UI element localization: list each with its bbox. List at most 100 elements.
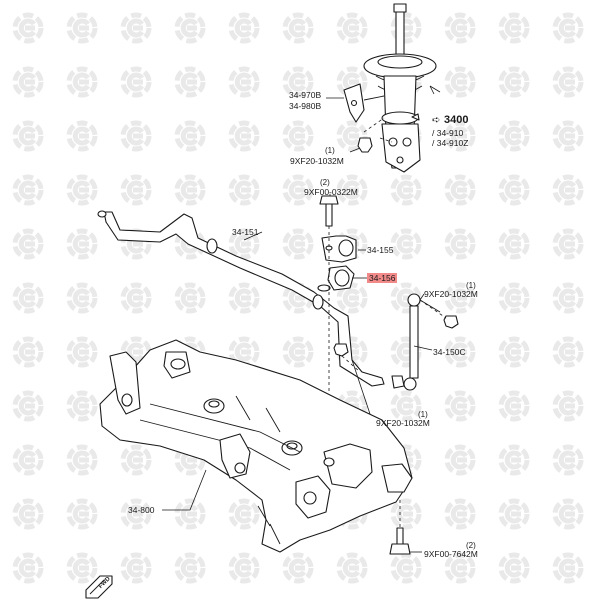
watermark-logo-icon bbox=[174, 282, 206, 314]
watermark-logo-icon bbox=[498, 336, 530, 368]
watermark-logo-icon bbox=[498, 390, 530, 422]
watermark-logo-icon bbox=[228, 174, 260, 206]
watermark-logo-icon bbox=[228, 120, 260, 152]
watermark-logo-icon bbox=[12, 282, 44, 314]
watermark-logo-icon bbox=[120, 120, 152, 152]
watermark-logo-icon bbox=[228, 12, 260, 44]
strut-assembly-drawing bbox=[343, 3, 441, 173]
callout-nut-top[interactable]: 9XF20-1032M bbox=[290, 156, 344, 166]
callout-bolt-bottom[interactable]: 9XF00-7642M bbox=[424, 549, 478, 559]
crossmember-drawing bbox=[99, 339, 413, 553]
watermark-logo-icon bbox=[444, 120, 476, 152]
callout-strut-sub-b[interactable]: / 34-910Z bbox=[432, 138, 469, 148]
watermark-logo-icon bbox=[552, 390, 584, 422]
watermark-logo-icon bbox=[66, 498, 98, 530]
watermark-logo-icon bbox=[228, 552, 260, 584]
watermark-logo-icon bbox=[498, 228, 530, 260]
callout-crossmember[interactable]: 34-800 bbox=[128, 505, 155, 515]
watermark-logo-icon bbox=[552, 336, 584, 368]
watermark-logo-icon bbox=[174, 552, 206, 584]
watermark-logo-icon bbox=[444, 282, 476, 314]
watermark-logo-icon bbox=[228, 228, 260, 260]
watermark-logo-icon bbox=[498, 552, 530, 584]
watermark-logo-icon bbox=[66, 174, 98, 206]
watermark-logo-icon bbox=[66, 282, 98, 314]
watermark-logo-icon bbox=[12, 120, 44, 152]
watermark-logo-icon bbox=[444, 66, 476, 98]
watermark-logo-icon bbox=[444, 390, 476, 422]
callout-nut-link[interactable]: 9XF20-1032M bbox=[424, 289, 478, 299]
callout-strut-assembly[interactable]: 3400 bbox=[444, 114, 469, 126]
watermark-logo-icon bbox=[12, 228, 44, 260]
watermark-logo-icon bbox=[12, 336, 44, 368]
callout-nut-lower[interactable]: 9XF20-1032M bbox=[376, 418, 430, 428]
watermark-logo-icon bbox=[444, 498, 476, 530]
watermark-logo-icon bbox=[282, 228, 314, 260]
watermark-logo-icon bbox=[498, 444, 530, 476]
callout-bushing-highlighted[interactable]: 34-156 bbox=[367, 273, 398, 283]
watermark-logo-icon bbox=[66, 444, 98, 476]
watermark-logo-icon bbox=[66, 66, 98, 98]
watermark-logo-icon bbox=[444, 228, 476, 260]
watermark-logo-icon bbox=[12, 66, 44, 98]
bracket-and-bushing-drawing bbox=[317, 195, 357, 520]
callout-bolt-bottom-qty: (2) bbox=[466, 541, 476, 550]
watermark-logo-icon bbox=[174, 174, 206, 206]
watermark-logo-icon bbox=[552, 282, 584, 314]
callout-strut-sub-a[interactable]: / 34-910 bbox=[432, 128, 464, 138]
watermark-logo-icon bbox=[552, 66, 584, 98]
callout-bolt-top-qty: (2) bbox=[320, 178, 330, 187]
callout-link[interactable]: 34-150C bbox=[433, 347, 466, 357]
leader-lines bbox=[162, 97, 433, 553]
callout-nut-link-qty: (1) bbox=[466, 281, 476, 290]
watermark-logo-icon bbox=[228, 282, 260, 314]
watermark-logo-icon bbox=[12, 552, 44, 584]
watermark-logo-icon bbox=[390, 390, 422, 422]
watermark-logo-icon bbox=[66, 390, 98, 422]
watermark-logo-icon bbox=[552, 174, 584, 206]
callout-nut-top-qty: (1) bbox=[325, 146, 335, 155]
front-direction-marker bbox=[85, 575, 113, 599]
watermark-logo-icon bbox=[444, 174, 476, 206]
watermark-logo-icon bbox=[498, 120, 530, 152]
watermark-logo-icon bbox=[444, 336, 476, 368]
watermark-logo-icon bbox=[282, 66, 314, 98]
watermark-logo-icon bbox=[282, 336, 314, 368]
lower-nut-drawing bbox=[333, 343, 361, 373]
watermark-logo-icon bbox=[66, 228, 98, 260]
strut-arrow-icon: ➪ bbox=[432, 115, 441, 126]
watermark-logo-icon bbox=[12, 498, 44, 530]
watermark-logo-icon bbox=[552, 12, 584, 44]
watermark-logo-icon bbox=[282, 174, 314, 206]
callout-bracket-b[interactable]: 34-980B bbox=[289, 101, 322, 111]
watermark-logo-icon bbox=[498, 498, 530, 530]
watermark-logo-icon bbox=[336, 552, 368, 584]
watermark-logo-icon bbox=[120, 174, 152, 206]
watermark-logo-icon bbox=[336, 282, 368, 314]
watermark-logo-icon bbox=[498, 12, 530, 44]
watermark-logo-icon bbox=[498, 282, 530, 314]
watermark-logo-icon bbox=[390, 174, 422, 206]
watermark-logo-icon bbox=[174, 120, 206, 152]
watermark-logo-icon bbox=[120, 498, 152, 530]
watermark-logo-icon bbox=[444, 552, 476, 584]
watermark-logo-icon bbox=[282, 552, 314, 584]
watermark-logo-icon bbox=[228, 66, 260, 98]
watermark-logo-icon bbox=[174, 66, 206, 98]
watermark-logo-icon bbox=[120, 66, 152, 98]
watermark-logo-icon bbox=[282, 120, 314, 152]
watermark-logo-icon bbox=[66, 12, 98, 44]
watermark-logo-icon bbox=[174, 498, 206, 530]
watermark-logo-icon bbox=[336, 174, 368, 206]
callout-bolt-top[interactable]: 9XF00-0322M bbox=[304, 187, 358, 197]
watermark-logo-icon bbox=[444, 444, 476, 476]
watermark-logo-icon bbox=[390, 552, 422, 584]
watermark-logo-icon bbox=[390, 228, 422, 260]
callout-bracket-a[interactable]: 34-970B bbox=[289, 90, 322, 100]
watermark-logo-icon bbox=[228, 498, 260, 530]
watermark-logo-icon bbox=[498, 174, 530, 206]
callout-bracket-clamp[interactable]: 34-155 bbox=[367, 245, 394, 255]
watermark-logo-icon bbox=[120, 552, 152, 584]
callout-stabilizer-bar[interactable]: 34-151 bbox=[232, 227, 259, 237]
